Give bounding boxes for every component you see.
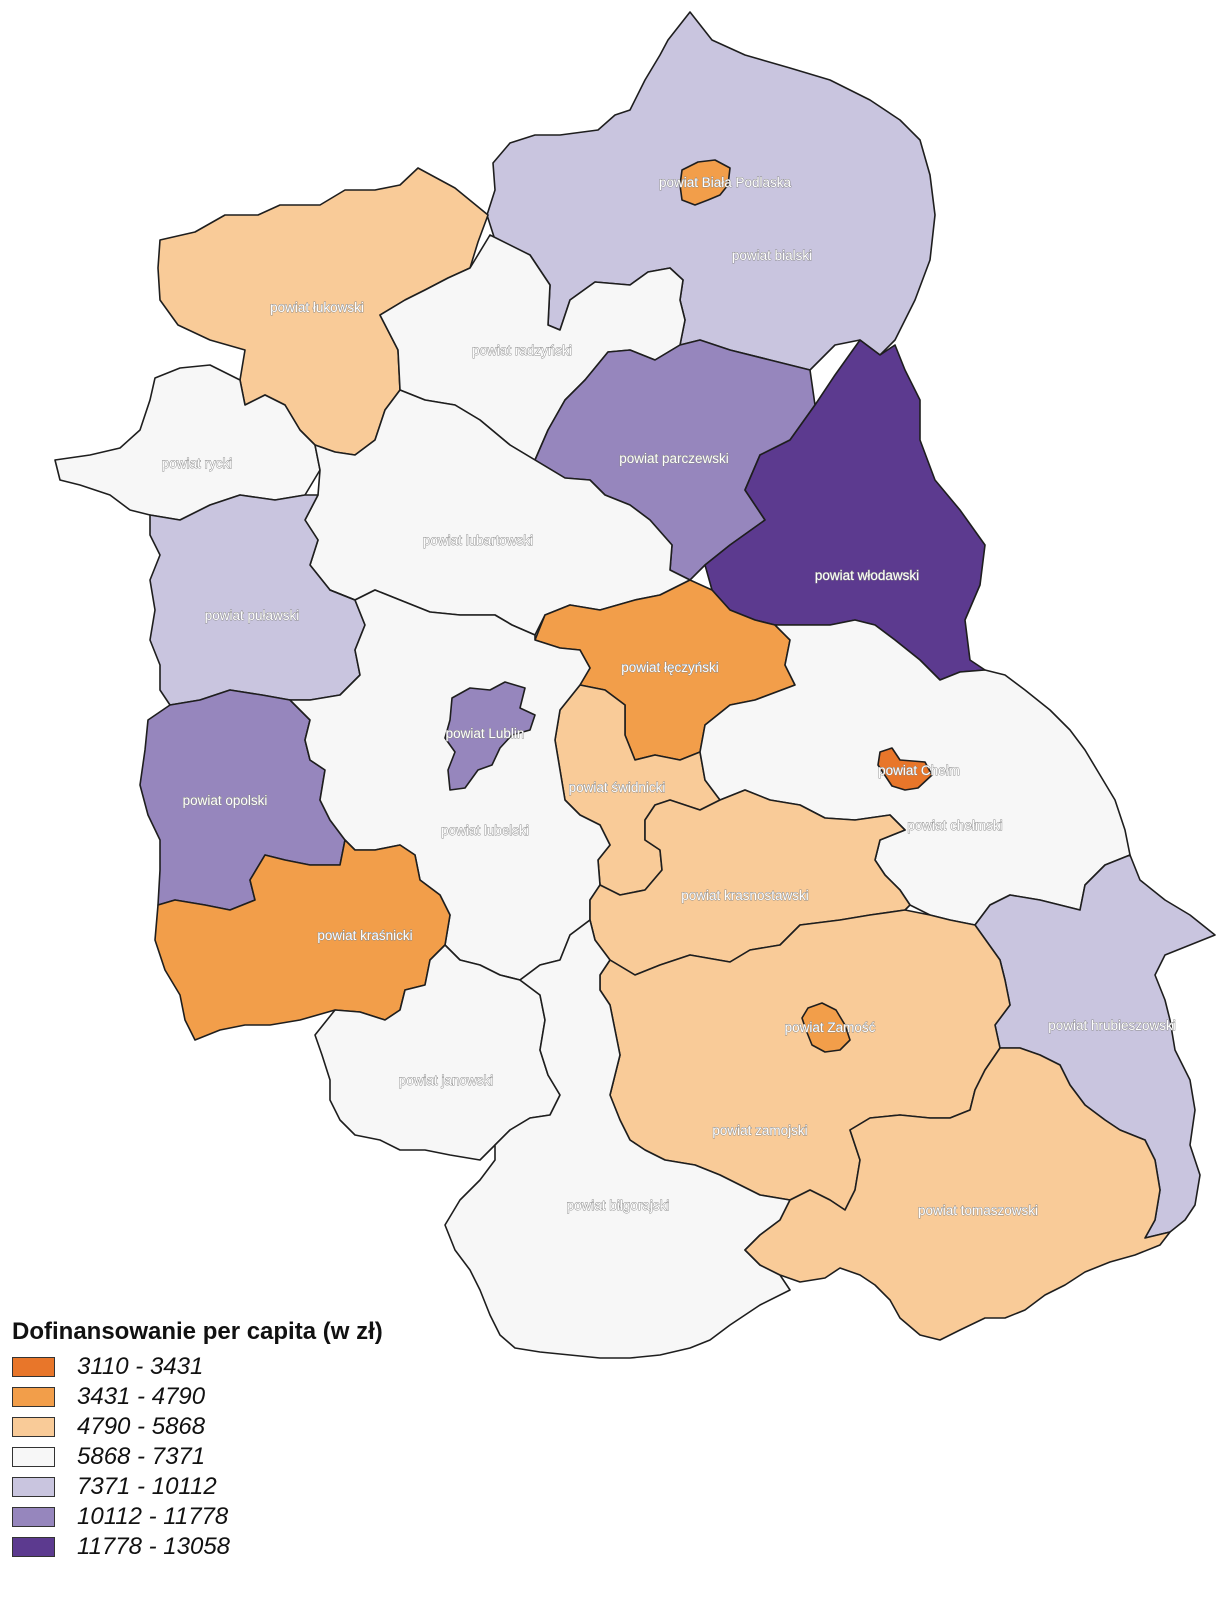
legend-swatch bbox=[12, 1387, 55, 1407]
legend-label: 3431 - 4790 bbox=[77, 1383, 206, 1410]
label-bilgorajski: powiat biłgorajski bbox=[567, 1198, 670, 1213]
region-rycki[interactable] bbox=[54, 364, 321, 521]
label-zamosc: powiat Zamość bbox=[785, 1020, 876, 1035]
legend-label: 7371 - 10112 bbox=[77, 1473, 217, 1500]
label-zamojski: powiat zamojski bbox=[712, 1123, 807, 1138]
region-chelm[interactable] bbox=[877, 747, 933, 791]
region-tomaszowski[interactable] bbox=[744, 1047, 1171, 1341]
legend-item: 3431 - 4790 bbox=[12, 1382, 383, 1412]
label-wlodawski: powiat włodawski bbox=[815, 568, 919, 583]
legend-item: 3110 - 3431 bbox=[12, 1352, 383, 1382]
legend-title: Dofinansowanie per capita (w zł) bbox=[12, 1318, 383, 1345]
label-lukowski: powiat łukowski bbox=[270, 300, 364, 315]
label-radzynski: powiat radzyński bbox=[472, 343, 572, 358]
legend-item: 4790 - 5868 bbox=[12, 1412, 383, 1442]
legend-swatch bbox=[12, 1477, 55, 1497]
legend-swatch bbox=[12, 1357, 55, 1377]
legend-item: 11778 - 13058 bbox=[12, 1532, 383, 1562]
label-lubartowski: powiat lubartowski bbox=[423, 533, 533, 548]
legend-item: 5868 - 7371 bbox=[12, 1442, 383, 1472]
region-bilgorajski[interactable] bbox=[444, 919, 791, 1359]
label-lubelski: powiat lubelski bbox=[441, 823, 529, 838]
label-rycki: powiat rycki bbox=[162, 456, 233, 471]
legend-swatch bbox=[12, 1417, 55, 1437]
label-hrubieszowski: powiat hrubieszowski bbox=[1048, 1018, 1176, 1033]
region-zamosc[interactable] bbox=[801, 1002, 851, 1053]
legend-item: 10112 - 11778 bbox=[12, 1502, 383, 1532]
label-janowski: powiat janowski bbox=[399, 1073, 494, 1088]
label-biala-podlaska: powiat Biała Podlaska bbox=[659, 175, 792, 190]
label-chelmski: powiat chełmski bbox=[907, 818, 1002, 833]
label-pulawski: powiat puławski bbox=[205, 608, 300, 623]
label-krasnicki: powiat kraśnicki bbox=[317, 928, 412, 943]
legend-item: 7371 - 10112 bbox=[12, 1472, 383, 1502]
label-bialski: powiat bialski bbox=[732, 248, 812, 263]
legend-items: 3110 - 3431 3431 - 4790 4790 - 5868 5868… bbox=[12, 1352, 383, 1562]
legend-label: 3110 - 3431 bbox=[77, 1353, 204, 1380]
legend-swatch bbox=[12, 1507, 55, 1527]
region-labels: powiat bialski powiat Biała Podlaska pow… bbox=[161, 175, 1176, 1219]
legend-swatch bbox=[12, 1447, 55, 1467]
legend-label: 11778 - 13058 bbox=[77, 1533, 231, 1560]
region-biala-podlaska[interactable] bbox=[679, 159, 731, 206]
label-parczewski: powiat parczewski bbox=[619, 451, 729, 466]
map-legend: Dofinansowanie per capita (w zł) 3110 - … bbox=[12, 1318, 383, 1562]
label-swidnicki: powiat świdnicki bbox=[569, 780, 666, 795]
legend-label: 10112 - 11778 bbox=[77, 1503, 229, 1530]
label-lublin: powiat Lublin bbox=[446, 726, 525, 741]
region-lublin[interactable] bbox=[444, 681, 536, 791]
label-opolski: powiat opolski bbox=[183, 793, 268, 808]
legend-label: 4790 - 5868 bbox=[77, 1413, 206, 1440]
label-krasnostawski: powiat krasnostawski bbox=[681, 888, 809, 903]
label-tomaszowski: powiat tomaszowski bbox=[918, 1203, 1038, 1218]
legend-label: 5868 - 7371 bbox=[77, 1443, 206, 1470]
label-chelm: powiat Chełm bbox=[878, 763, 960, 778]
label-leczynski: powiat łęczyński bbox=[621, 660, 719, 675]
legend-swatch bbox=[12, 1537, 55, 1557]
